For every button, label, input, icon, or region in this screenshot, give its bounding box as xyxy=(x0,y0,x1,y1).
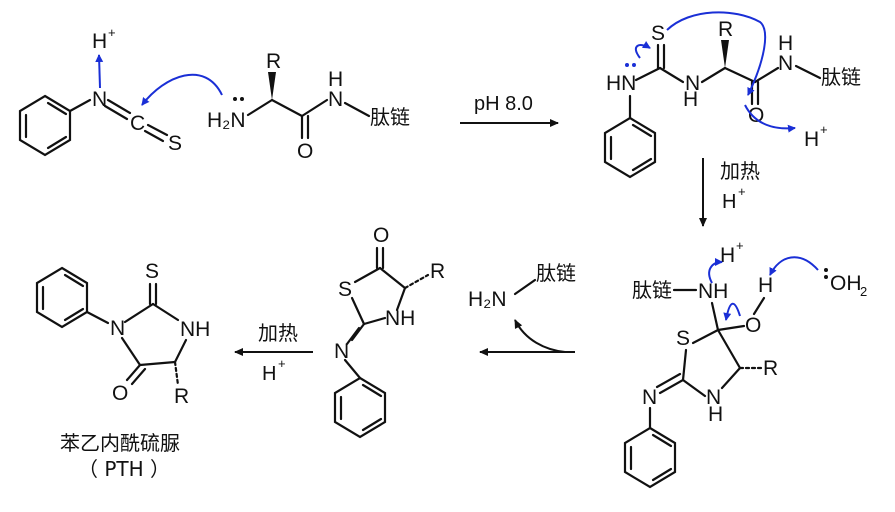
electron-flow-arrows-step3 xyxy=(708,256,819,321)
ptc-peptide: S HN H N R O H N 肽链 H + xyxy=(603,18,861,179)
atom-h: H xyxy=(708,403,723,426)
atom-o: O xyxy=(297,140,313,163)
cyclic-intermediate: H + 肽链 NH H O S R N H N OH 2 xyxy=(623,238,867,489)
atom-r: R xyxy=(763,357,778,380)
atom-s: S xyxy=(651,22,665,45)
atom-h: H xyxy=(804,128,819,151)
atom-oh2-subscript: 2 xyxy=(860,284,867,299)
peptide-chain-label: 肽链 xyxy=(821,65,861,89)
atom-s: S xyxy=(145,260,159,283)
reaction-arrow-4: 加热 H + xyxy=(234,321,313,385)
atom-n: N xyxy=(334,340,349,363)
atom-h: H xyxy=(758,274,773,297)
atom-s: S xyxy=(676,327,690,350)
atom-h2n: H₂N xyxy=(207,109,245,132)
atom-o: O xyxy=(745,314,761,337)
peptide-chain-label: 肽链 xyxy=(370,105,410,129)
product-abbrev: （ PTH ） xyxy=(78,457,170,481)
reaction-arrow-1: pH 8.0 xyxy=(460,93,559,127)
condition-heat: 加热 xyxy=(720,159,760,183)
atom-n: N xyxy=(92,88,107,111)
condition-heat: 加热 xyxy=(258,321,298,345)
atom-r: R xyxy=(174,385,189,408)
atom-r: R xyxy=(266,50,281,73)
atom-n: N xyxy=(685,72,700,95)
product-name: 苯乙内酰硫脲 xyxy=(60,431,180,455)
atom-s: S xyxy=(338,278,352,301)
electron-flow-arrows-step1 xyxy=(95,54,223,106)
pth-amino-acid: N S NH R O xyxy=(35,260,210,408)
peptide-chain-label: 肽链 xyxy=(632,278,672,302)
condition-acid-plus: + xyxy=(278,356,286,371)
atom-n: N xyxy=(110,317,125,340)
phenyl-isothiocyanate: N C S H + xyxy=(18,25,182,157)
reaction-arrow-3: H₂N 肽链 xyxy=(468,261,576,356)
atom-o: O xyxy=(112,382,128,405)
atom-o: O xyxy=(373,224,389,247)
atom-r: R xyxy=(718,18,733,41)
reaction-arrow-2: 加热 H + xyxy=(699,158,760,227)
condition-acid: H xyxy=(722,191,736,213)
atom-nh: NH xyxy=(180,318,210,341)
atom-n-amide: N xyxy=(328,88,343,111)
peptide-chain-label: 肽链 xyxy=(536,261,576,285)
atom-hn: HN xyxy=(606,72,636,95)
condition-ph: pH 8.0 xyxy=(474,93,533,115)
atom-n: N xyxy=(706,386,721,409)
condition-acid-plus: + xyxy=(738,184,746,199)
atom-h: H xyxy=(92,30,107,53)
atom-h-amide: H xyxy=(328,68,343,91)
condition-acid: H xyxy=(262,363,276,385)
atom-nh: NH xyxy=(698,280,728,303)
anilinothiazolinone: O S R NH N xyxy=(333,224,445,439)
product-caption: 苯乙内酰硫脲 （ PTH ） xyxy=(60,431,180,481)
atom-n: N xyxy=(778,52,793,75)
atom-h2n: H₂N xyxy=(468,288,506,311)
charge-plus: + xyxy=(108,25,116,40)
atom-h: H xyxy=(720,244,735,267)
peptide-n-terminus: H₂N R O H N 肽链 xyxy=(207,50,410,163)
atom-h: H xyxy=(778,32,793,55)
electron-flow-arrows-step2 xyxy=(634,11,796,133)
charge-plus: + xyxy=(820,122,828,137)
atom-h: H xyxy=(683,88,698,111)
atom-r: R xyxy=(430,260,445,283)
atom-c: C xyxy=(130,112,145,135)
charge-plus: + xyxy=(736,238,744,253)
atom-n: N xyxy=(642,386,657,409)
atom-nh: NH xyxy=(385,307,415,330)
atom-s: S xyxy=(168,132,182,155)
atom-oh2: OH xyxy=(830,272,862,295)
